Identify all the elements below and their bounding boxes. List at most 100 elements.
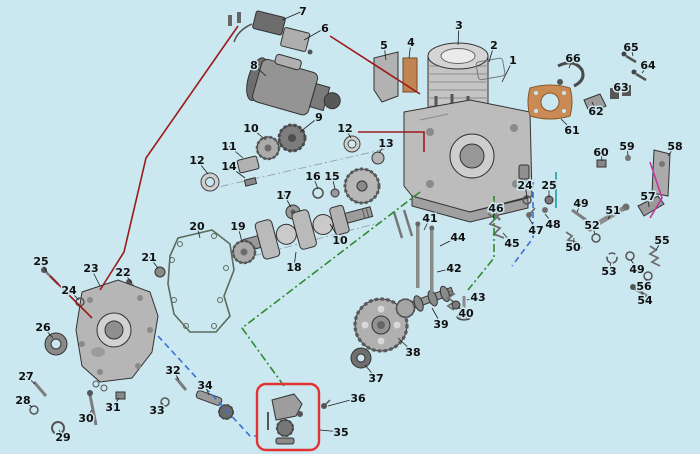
- part-callout-23: 23: [83, 262, 98, 275]
- part-callout-57: 57: [640, 190, 655, 203]
- leader-line-58: [667, 145, 676, 157]
- crankcase: [403, 94, 533, 223]
- part-callout-66: 66: [565, 52, 581, 65]
- leader-line-53: [608, 261, 612, 272]
- leader-line-7: [281, 10, 304, 21]
- part-callout-41: 41: [422, 212, 437, 225]
- leader-line-15: [331, 175, 336, 190]
- part-callout-22: 22: [115, 266, 130, 279]
- leader-line-5: [383, 44, 387, 61]
- part-callout-7: 7: [299, 5, 307, 18]
- leader-line-61: [560, 118, 573, 131]
- leader-line-38: [397, 337, 414, 353]
- leader-line-37: [364, 364, 377, 379]
- leader-line-47: [528, 217, 537, 231]
- leader-line-14: [228, 165, 246, 179]
- part-callout-55: 55: [654, 234, 669, 247]
- part-callout-45: 45: [504, 237, 519, 250]
- leader-line-48: [544, 213, 554, 225]
- part-callout-30: 30: [78, 412, 94, 425]
- leader-line-54: [641, 291, 646, 301]
- leader-line-42: [436, 267, 455, 273]
- leader-line-20: [196, 225, 201, 239]
- part-callout-10: 10: [332, 234, 348, 247]
- side-cover: [75, 279, 159, 383]
- leader-line-64: [641, 64, 649, 74]
- part-callout-38: 38: [405, 346, 420, 359]
- part-callout-12: 12: [337, 122, 352, 135]
- leader-line-49: [576, 202, 582, 213]
- part-callout-15: 15: [324, 170, 339, 183]
- part-callout-65: 65: [623, 41, 638, 54]
- leader-line-32: [172, 369, 180, 381]
- part-callout-46: 46: [488, 202, 504, 215]
- part-callout-36: 36: [350, 392, 366, 405]
- leader-line-41: [423, 217, 431, 231]
- part-callout-6: 6: [321, 22, 329, 35]
- leader-line-31: [112, 397, 120, 408]
- part-callout-63: 63: [613, 81, 628, 94]
- part-callout-49: 49: [629, 263, 644, 276]
- part-callout-42: 42: [446, 262, 461, 275]
- part-callout-2: 2: [490, 39, 498, 52]
- leader-line-1: [501, 59, 514, 83]
- tappet-assembly: [160, 377, 234, 420]
- part-callout-32: 32: [165, 364, 180, 377]
- part-callout-59: 59: [619, 140, 634, 153]
- leader-line-66: [568, 57, 574, 69]
- gasket-small: [475, 57, 506, 81]
- routing-line-red: [329, 35, 421, 95]
- part-callouts: 1234567891010111212131415161718192021222…: [14, 4, 684, 446]
- leader-line-49: [630, 259, 638, 270]
- leader-line-21: [148, 256, 159, 269]
- part-callout-19: 19: [230, 220, 245, 233]
- leader-line-2: [488, 44, 495, 63]
- leader-line-62: [591, 101, 597, 112]
- part-callout-14: 14: [221, 160, 237, 173]
- part-callout-21: 21: [141, 251, 156, 264]
- part-callout-29: 29: [55, 431, 70, 444]
- mount-bracket: [373, 51, 418, 103]
- timing-gears: [350, 297, 409, 369]
- leader-line-19: [237, 225, 243, 243]
- part-callout-5: 5: [380, 39, 388, 52]
- leader-line-13: [378, 142, 387, 154]
- leader-line-51: [607, 209, 614, 220]
- axis-line: [237, 221, 383, 261]
- part-callout-43: 43: [470, 291, 485, 304]
- leader-line-50: [572, 237, 575, 248]
- part-callout-20: 20: [189, 220, 205, 233]
- crankshaft: [242, 204, 374, 260]
- part-callout-1: 1: [509, 54, 517, 67]
- leader-line-16: [312, 175, 319, 190]
- routing-lines: [49, 25, 663, 437]
- leader-line-9: [299, 116, 320, 133]
- leader-line-26: [42, 326, 54, 339]
- part-callout-53: 53: [601, 265, 616, 278]
- head-gasket: [527, 84, 573, 120]
- part-callout-8: 8: [250, 59, 258, 72]
- leader-line-65: [630, 46, 634, 57]
- relay-bracket-parts: [228, 10, 313, 55]
- part-callout-60: 60: [593, 146, 609, 159]
- leader-line-44: [439, 236, 459, 247]
- leader-line-35: [319, 429, 342, 433]
- routing-line-green: [240, 191, 421, 387]
- part-callout-48: 48: [545, 218, 560, 231]
- leader-line-56: [643, 278, 648, 287]
- leader-line-59: [626, 145, 629, 157]
- leader-line-36: [327, 397, 359, 407]
- part-callout-51: 51: [605, 204, 620, 217]
- leader-line-30: [85, 409, 93, 419]
- part-callout-4: 4: [407, 36, 415, 49]
- gear-train: [200, 123, 385, 220]
- leader-line-8: [253, 64, 267, 77]
- leader-line-23: [90, 267, 101, 287]
- valve-parts: [392, 209, 472, 321]
- leader-line-28: [22, 399, 33, 408]
- leader-line-60: [600, 151, 603, 162]
- part-callout-24: 24: [517, 179, 533, 192]
- part-callout-39: 39: [433, 318, 448, 331]
